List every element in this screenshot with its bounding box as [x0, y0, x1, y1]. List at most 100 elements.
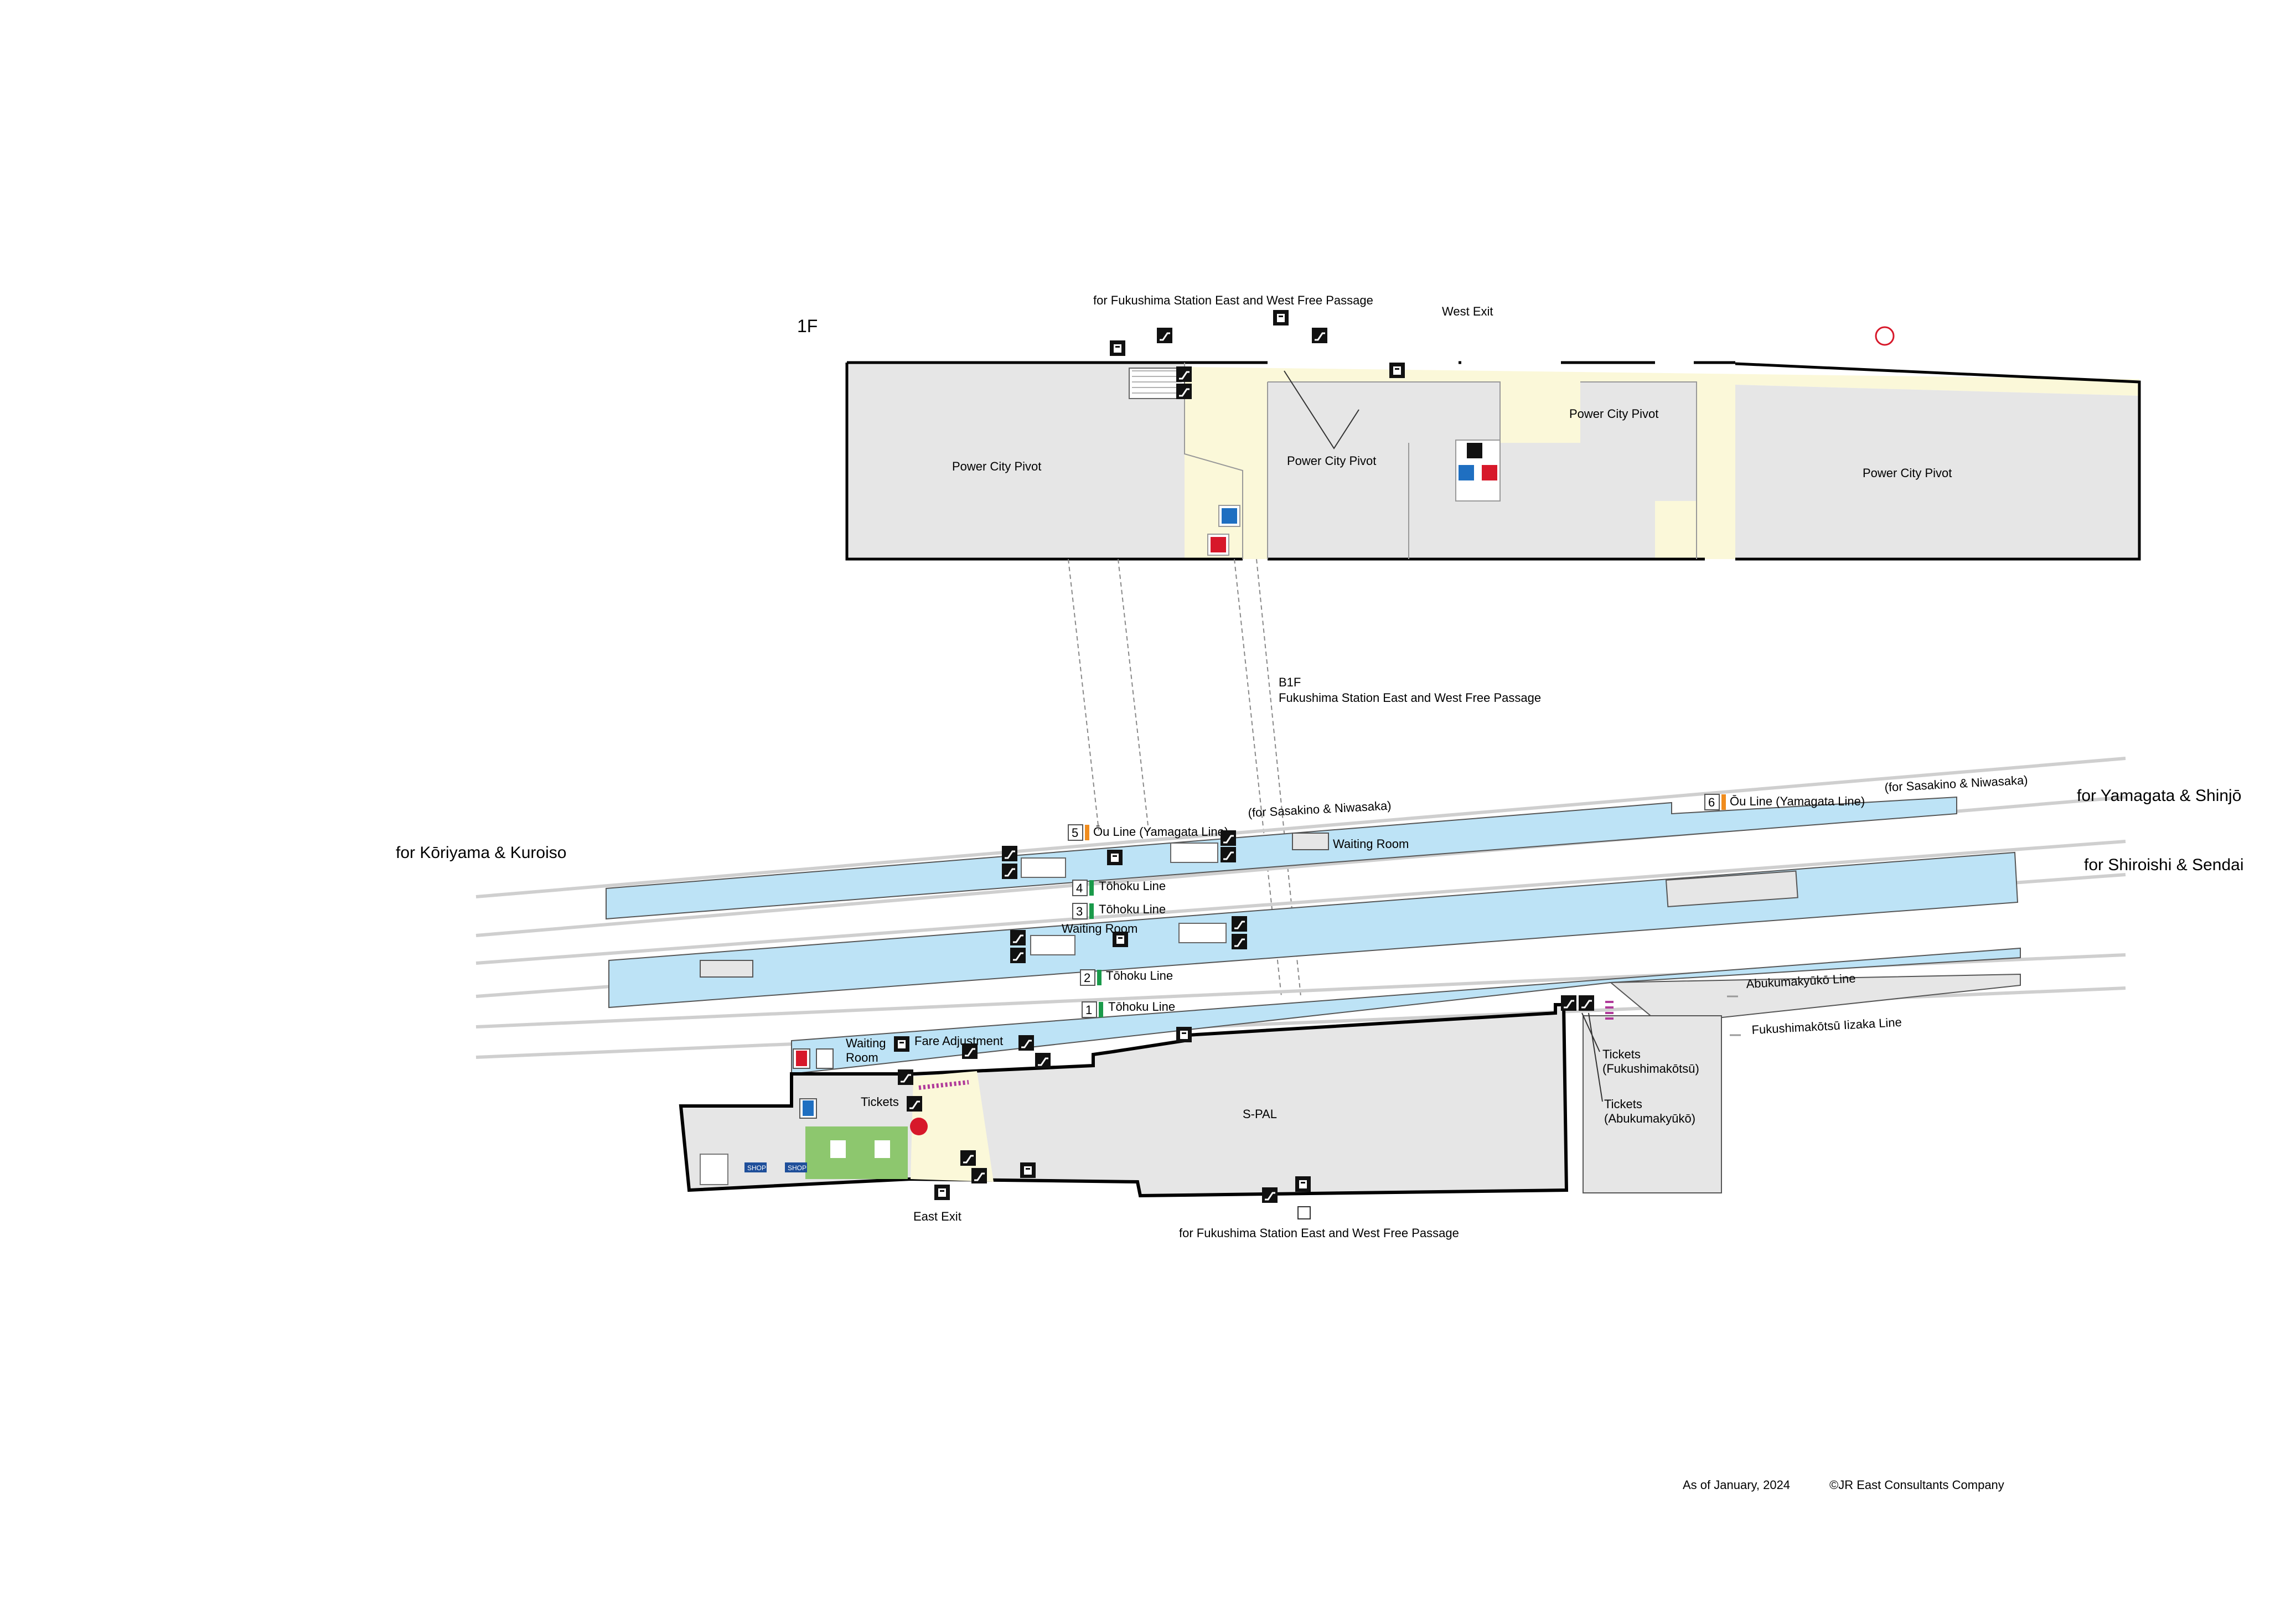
- track-2-num: 2: [1084, 971, 1090, 985]
- escalator-icon: [959, 1149, 977, 1167]
- coin-locker-icon: [1113, 932, 1128, 947]
- west-exit-label: West Exit: [1442, 304, 1493, 318]
- info-icon: [910, 1118, 928, 1135]
- track-5-num: 5: [1072, 826, 1078, 840]
- male-toilet-icon: [1459, 465, 1474, 480]
- direction-shiroishi: for Shiroishi & Sendai: [2084, 856, 2244, 874]
- escalator-icon: [1311, 327, 1328, 344]
- fare-adjustment-icon: [897, 1068, 914, 1086]
- platform-2-3-4: [608, 851, 2019, 1009]
- track-5-name: Ōu Line (Yamagata Line): [1093, 825, 1228, 839]
- platform-1: [791, 947, 2021, 1075]
- tickets-abukuma-2: (Abukumakyūkō): [1604, 1112, 1695, 1125]
- waiting-room-label-east-1: Waiting: [846, 1036, 886, 1050]
- stairs-icon: [1170, 842, 1218, 863]
- escalator-icon: [1219, 846, 1237, 864]
- track-1-num: 1: [1085, 1003, 1092, 1017]
- shop-icon: [785, 1162, 807, 1172]
- escalator-icon: [1017, 1034, 1035, 1052]
- stairs-icon: [1178, 923, 1227, 943]
- platform-structure: [700, 960, 753, 978]
- abukuma-platform: [1609, 973, 2021, 1025]
- escalator-icon: [1175, 365, 1193, 383]
- tickets-label: Tickets: [861, 1095, 899, 1109]
- green-area: [805, 1126, 908, 1179]
- escalator-icon: [1156, 327, 1173, 344]
- floor-label-b1f: B1F: [1279, 675, 1301, 689]
- pivot-label-west: Power City Pivot: [952, 459, 1041, 473]
- waiting-room-label-p5: Waiting Room: [1333, 837, 1409, 851]
- pivot-label-east-small: Power City Pivot: [1569, 407, 1658, 421]
- coin-locker-icon: [1273, 310, 1289, 325]
- stairs-icon: [1030, 935, 1075, 955]
- iizaka-line-label: Fukushimakōtsū Iizaka Line: [1751, 1015, 1902, 1037]
- waiting-room-label-east-2: Room: [846, 1051, 878, 1064]
- track-6-name: Ōu Line (Yamagata Line): [1730, 794, 1865, 808]
- ticket-machine-icon: [906, 1095, 923, 1113]
- track-6-num: 6: [1708, 795, 1715, 809]
- wheelchair-icon: [816, 1048, 834, 1069]
- platform-structure: [1665, 870, 1798, 907]
- track-3-num: 3: [1076, 904, 1083, 918]
- wheelchair-icon: [1467, 443, 1482, 458]
- coin-locker-icon: [1389, 363, 1405, 378]
- pivot-label-east: Power City Pivot: [1863, 466, 1952, 480]
- fare-adjustment-label: Fare Adjustment: [914, 1034, 1003, 1048]
- pivot-east-small-block: [1580, 382, 1697, 501]
- coin-locker-icon: [1110, 340, 1125, 356]
- escalator-icon: [1175, 383, 1193, 400]
- ticket-machine-icon: [1560, 994, 1578, 1012]
- stairs-icon: [1129, 368, 1185, 399]
- track-3-name: Tōhoku Line: [1099, 902, 1166, 916]
- waiting-room-box: [1292, 833, 1329, 850]
- escalator-icon: [1219, 829, 1237, 847]
- escalator-icon: [1001, 862, 1018, 880]
- female-toilet-icon: [1211, 537, 1226, 552]
- top-passage-label: for Fukushima Station East and West Free…: [1093, 293, 1373, 307]
- wheelchair-icon: [1297, 1206, 1311, 1219]
- stairs-icon: [1021, 857, 1066, 878]
- track-5-extra: (for Sasakino & Niwasaka): [1248, 798, 1392, 820]
- shop-icon: [744, 1162, 767, 1172]
- escalator-icon: [1009, 929, 1027, 947]
- male-toilet-icon: [1222, 508, 1237, 524]
- tickets-fukushima-1: Tickets: [1602, 1047, 1641, 1061]
- copyright-label: ©JR East Consultants Company: [1829, 1478, 2004, 1492]
- pivot-west-block: [847, 363, 1185, 559]
- coin-locker-icon: [934, 1185, 950, 1200]
- pivot-label-center: Power City Pivot: [1287, 454, 1376, 468]
- bottom-passage-label: for Fukushima Station East and West Free…: [1179, 1226, 1459, 1240]
- direction-koriyama: for Kōriyama & Kuroiso: [396, 844, 566, 862]
- east-exit-label: East Exit: [913, 1210, 961, 1223]
- female-toilet-icon: [1482, 465, 1497, 480]
- escalator-icon: [1001, 845, 1018, 862]
- male-toilet-icon: [803, 1100, 814, 1116]
- coin-locker-icon: [1020, 1162, 1036, 1178]
- track-4-num: 4: [1076, 881, 1083, 895]
- elevator-icon: [1295, 1176, 1311, 1192]
- ticket-machine-icon: [894, 1036, 909, 1052]
- coin-locker-icon: [1176, 1027, 1192, 1042]
- spal-label: S-PAL: [1243, 1107, 1277, 1121]
- ticket-machine-icon: [961, 1042, 979, 1060]
- ticket-gate: [1605, 1001, 1614, 1020]
- shop-label: SHOP: [788, 1164, 806, 1172]
- female-toilet-icon: [796, 1051, 807, 1066]
- as-of-label: As of January, 2024: [1683, 1478, 1790, 1492]
- ticket-gate: [918, 1080, 969, 1090]
- track-4-name: Tōhoku Line: [1099, 879, 1166, 893]
- pivot-east-block: [1735, 385, 2139, 559]
- direction-yamagata: for Yamagata & Shinjō: [2077, 787, 2241, 805]
- ticket-machine-icon: [1578, 994, 1595, 1012]
- escalator-icon: [1034, 1052, 1052, 1069]
- tickets-fukushima-2: (Fukushimakōtsū): [1602, 1062, 1699, 1076]
- coin-locker-icon: [1107, 850, 1123, 865]
- floor-label-1f: 1F: [797, 316, 818, 336]
- escalator-icon: [1230, 933, 1248, 950]
- escalator-icon: [970, 1167, 988, 1185]
- shop-box: [700, 1154, 728, 1185]
- track-2-name: Tōhoku Line: [1106, 969, 1173, 983]
- escalator-icon: [1009, 947, 1027, 964]
- escalator-icon: [1230, 915, 1248, 933]
